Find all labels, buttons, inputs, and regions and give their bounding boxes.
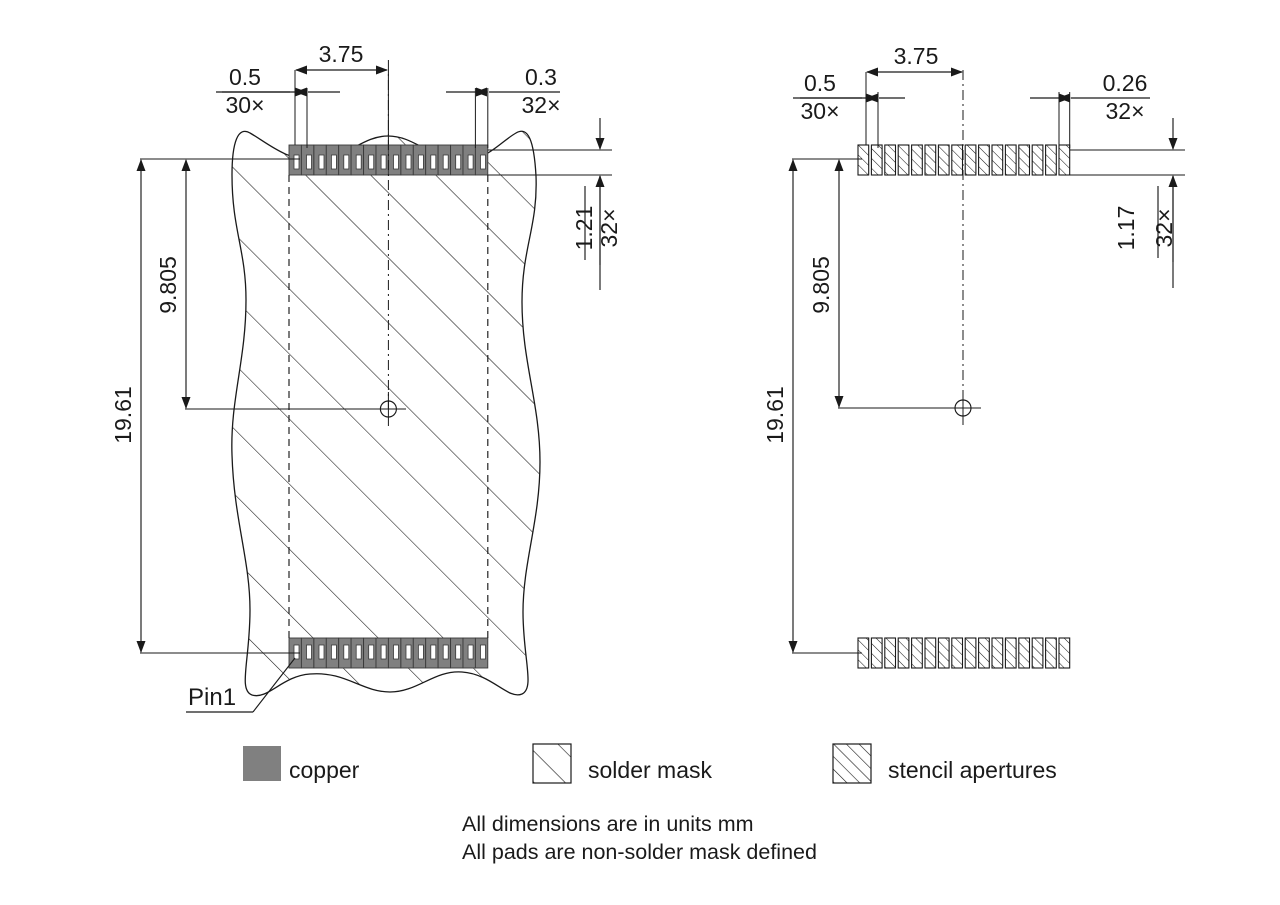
stencil-aperture bbox=[911, 637, 923, 669]
legend-label-solder-mask: solder mask bbox=[588, 757, 712, 783]
dimension-label-0-5: 0.5 bbox=[229, 64, 261, 90]
solder-mask-swatch-icon bbox=[532, 743, 572, 784]
copper-pad-row-top bbox=[288, 144, 489, 176]
stencil-aperture bbox=[911, 144, 923, 176]
dimension-label-0-3: 0.3 bbox=[525, 64, 557, 90]
dimension-label-0-26: 0.26 bbox=[1103, 70, 1148, 96]
stencil-aperture bbox=[937, 144, 950, 176]
dimension-0-5-pitch: 0.5 30× bbox=[793, 70, 905, 148]
dimension-1-21-pad-height: 1.21 32× bbox=[487, 118, 622, 290]
stencil-aperture bbox=[978, 637, 990, 669]
dimension-label-0-5: 0.5 bbox=[804, 70, 836, 96]
notes-block: All dimensions are in units mm All pads … bbox=[462, 812, 817, 864]
stencil-aperture bbox=[951, 144, 964, 176]
dimension-label-3-75: 3.75 bbox=[894, 43, 939, 69]
stencil-aperture bbox=[1018, 144, 1031, 176]
dimension-3-75: 3.75 bbox=[294, 41, 389, 145]
legend: copper solder mask stencil apertures bbox=[243, 743, 1057, 784]
dimension-19-61: 19.61 bbox=[762, 158, 862, 654]
dimension-9-805: 9.805 bbox=[155, 158, 380, 410]
legend-item-copper: copper bbox=[243, 746, 360, 783]
stencil-aperture bbox=[1045, 144, 1057, 176]
legend-label-copper: copper bbox=[289, 757, 360, 783]
stencil-aperture bbox=[924, 637, 937, 669]
stencil-aperture bbox=[1031, 637, 1044, 669]
dimension-label-3-75: 3.75 bbox=[319, 41, 364, 67]
stencil-aperture bbox=[870, 637, 883, 669]
stencil-aperture bbox=[951, 637, 964, 669]
stencil-aperture bbox=[1031, 144, 1044, 176]
stencil-aperture-row-bottom bbox=[857, 637, 1071, 669]
stencil-aperture bbox=[884, 637, 897, 669]
dimension-label-9-805: 9.805 bbox=[155, 256, 181, 314]
dimension-label-19-61: 19.61 bbox=[762, 386, 788, 444]
dimension-label-9-805: 9.805 bbox=[808, 256, 834, 314]
stencil-swatch-icon bbox=[832, 743, 872, 784]
copper-pad-row-bottom bbox=[288, 637, 489, 669]
dimension-label-19-61: 19.61 bbox=[110, 386, 136, 444]
stencil-aperture bbox=[924, 144, 937, 176]
stencil-aperture bbox=[1004, 144, 1017, 176]
stencil-aperture bbox=[1058, 144, 1071, 176]
dimension-1-17-aperture-height: 1.17 32× bbox=[1069, 118, 1185, 288]
stencil-aperture bbox=[897, 144, 910, 176]
dimension-label-32x-b: 32× bbox=[1151, 208, 1177, 247]
legend-item-stencil-apertures: stencil apertures bbox=[832, 743, 1057, 784]
stencil-aperture bbox=[897, 637, 910, 669]
stencil-view: 3.75 0.5 30× 0.26 32× bbox=[762, 43, 1185, 669]
legend-item-solder-mask: solder mask bbox=[532, 743, 712, 784]
stencil-aperture bbox=[884, 144, 897, 176]
dimension-label-32x-a: 32× bbox=[521, 92, 560, 118]
dimension-19-61: 19.61 bbox=[110, 158, 300, 654]
note-units: All dimensions are in units mm bbox=[462, 812, 754, 836]
stencil-aperture-row-top bbox=[857, 144, 1071, 176]
stencil-aperture bbox=[964, 637, 977, 669]
stencil-aperture bbox=[1058, 637, 1071, 669]
dimension-3-75: 3.75 bbox=[865, 43, 963, 145]
legend-label-stencil-apertures: stencil apertures bbox=[888, 757, 1057, 783]
solder-mask-region bbox=[231, 130, 541, 697]
stencil-aperture bbox=[870, 144, 883, 176]
stencil-aperture bbox=[937, 637, 950, 669]
pin1-label: Pin1 bbox=[188, 684, 236, 711]
dimension-label-32x-b: 32× bbox=[596, 208, 622, 247]
stencil-aperture bbox=[857, 144, 870, 176]
note-pads: All pads are non-solder mask defined bbox=[462, 840, 817, 864]
stencil-aperture bbox=[1004, 637, 1017, 669]
stencil-aperture bbox=[1045, 637, 1057, 669]
stencil-aperture bbox=[964, 144, 977, 176]
pin1-leader: Pin1 bbox=[186, 657, 296, 713]
dimension-0-26-aperture-width: 0.26 32× bbox=[1030, 70, 1150, 148]
solder-mask-hatching bbox=[231, 131, 540, 696]
stencil-aperture bbox=[978, 144, 990, 176]
stencil-aperture bbox=[1018, 637, 1031, 669]
copper-pad-notches bbox=[293, 644, 486, 660]
dimension-label-1-21: 1.21 bbox=[571, 206, 597, 251]
copper-swatch-icon bbox=[243, 746, 281, 781]
copper-view: 3.75 0.5 30× 0.3 32× bbox=[110, 41, 622, 713]
dimension-label-30x: 30× bbox=[225, 92, 264, 118]
dimension-label-30x: 30× bbox=[800, 98, 839, 124]
dimension-0-5-pitch: 0.5 30× bbox=[216, 64, 340, 148]
stencil-aperture bbox=[991, 637, 1004, 669]
dimension-0-3-pad-width: 0.3 32× bbox=[446, 64, 561, 148]
stencil-aperture bbox=[991, 144, 1004, 176]
copper-pad-notches bbox=[293, 154, 486, 170]
dimension-label-32x-a: 32× bbox=[1105, 98, 1144, 124]
dimension-9-805: 9.805 bbox=[808, 158, 955, 409]
dimension-label-1-17: 1.17 bbox=[1113, 206, 1139, 251]
